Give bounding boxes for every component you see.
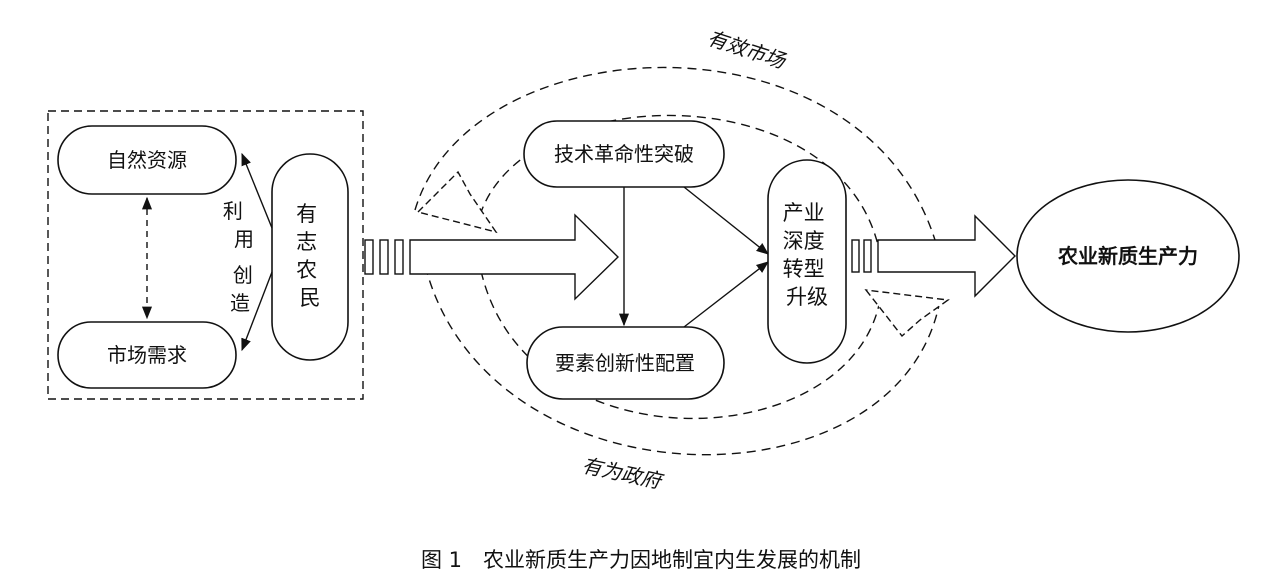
right-cycle-arrowhead bbox=[864, 289, 950, 338]
natural-resources-label: 自然资源 bbox=[107, 148, 187, 172]
inner-government-arc bbox=[477, 254, 881, 420]
effective-market-label: 有效市场 bbox=[704, 26, 789, 74]
create-label: 创 造 bbox=[230, 263, 259, 315]
left-cycle-arrowhead bbox=[416, 170, 498, 234]
industry-upgrade-label: 产业 深度 转型 升级 bbox=[783, 201, 832, 309]
factor-to-industry-arrow bbox=[683, 261, 769, 328]
create-arrow bbox=[241, 271, 273, 352]
effective-government-label: 有为政府 bbox=[580, 453, 666, 494]
market-demand-label: 市场需求 bbox=[107, 343, 187, 367]
ambitious-farmers-node bbox=[271, 153, 349, 361]
outer-government-arc bbox=[419, 239, 941, 456]
natural-resources-node bbox=[57, 125, 237, 195]
productivity-label: 农业新质生产力 bbox=[1057, 244, 1198, 268]
tech-breakthrough-label: 技术革命性突破 bbox=[554, 142, 694, 166]
figure-caption: 图 1 农业新质生产力因地制宜内生发展的机制 bbox=[420, 548, 862, 572]
factor-allocation-node bbox=[526, 326, 725, 400]
tech-to-industry-arrow bbox=[683, 186, 769, 255]
industry-upgrade-node bbox=[767, 159, 847, 364]
inner-market-arc bbox=[479, 114, 879, 246]
outer-market-arc bbox=[414, 66, 936, 241]
factor-allocation-label: 要素创新性配置 bbox=[555, 351, 695, 375]
left-group-frame bbox=[47, 110, 364, 400]
market-demand-node bbox=[57, 321, 237, 389]
industry-output-arrow bbox=[851, 214, 1016, 298]
farmers-output-arrow bbox=[364, 213, 620, 301]
utilize-arrow bbox=[241, 152, 273, 229]
productivity-node bbox=[1016, 179, 1240, 333]
utilize-label: 利 用 bbox=[223, 199, 254, 251]
ambitious-farmers-label: 有 志 农 民 bbox=[296, 202, 324, 310]
